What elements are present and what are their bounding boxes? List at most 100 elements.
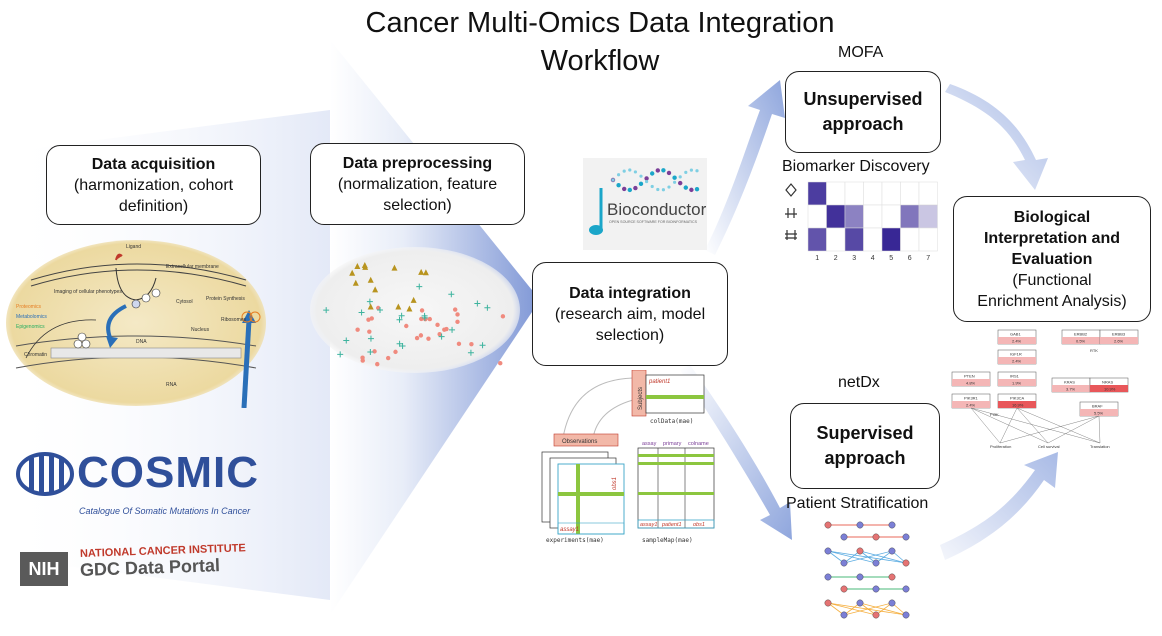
pathway-outcome: Translation xyxy=(1090,444,1110,449)
nucleus-text: Nucleus xyxy=(191,327,210,333)
bioconductor-wordmark: Bioconductor xyxy=(607,200,707,219)
scatter-point xyxy=(421,314,428,321)
observations-label: Observations xyxy=(562,439,597,445)
pathway-node-bar xyxy=(952,401,990,408)
box-heading: Biological xyxy=(1013,208,1091,226)
cosmic-symbol-icon xyxy=(16,452,74,496)
assay1-label: assay1 xyxy=(560,527,579,533)
helix-dot xyxy=(622,169,626,173)
pathway-node-bar xyxy=(1090,385,1128,392)
network-node xyxy=(840,611,848,619)
scatter-point xyxy=(406,305,413,312)
network-node xyxy=(902,585,910,593)
box-heading: Evaluation xyxy=(1011,250,1093,268)
pathway-diagram: GAB12.4%IGF1R2.4%PTEN4.8%IRS11.9%PIK3R12… xyxy=(951,329,1139,449)
scatter-point xyxy=(355,327,360,332)
pathway-node-value: 2.4% xyxy=(1012,339,1022,344)
scatter-point xyxy=(455,312,460,317)
helix-dot xyxy=(678,175,682,179)
heatmap-cell xyxy=(844,181,864,206)
heatmap-tick: 6 xyxy=(908,255,912,262)
scatter-point xyxy=(369,316,374,321)
pathway-node-value: 1.9% xyxy=(1012,381,1022,386)
pathway-node-bar xyxy=(998,379,1036,386)
pathway-node-value: 2.4% xyxy=(1012,359,1022,364)
pathway-node-name: IRS1 xyxy=(1010,374,1020,379)
scatter-point xyxy=(422,269,429,276)
helix-dot xyxy=(661,168,666,173)
row-glyph-icon xyxy=(785,230,797,240)
network-node xyxy=(824,599,832,607)
network-node xyxy=(888,573,896,581)
box-text: (harmonization, cohort xyxy=(73,176,234,194)
pathway-edge xyxy=(999,407,1018,444)
helix-dot xyxy=(645,179,649,184)
gdc-logo: NIH NATIONAL CANCER INSTITUTE GDC Data P… xyxy=(20,540,280,590)
pathway-node-name: BRAF xyxy=(1092,404,1103,409)
cytosol-text: Cytosol xyxy=(176,299,193,305)
imaging-text: Imaging of cellular phenotypes xyxy=(54,289,122,295)
helix-dot xyxy=(650,171,655,176)
network-node xyxy=(856,521,864,529)
box-heading: Data preprocessing xyxy=(342,154,493,172)
pathway-node-name: PTEN xyxy=(964,374,975,379)
scatter-point xyxy=(375,305,381,311)
scatter-point xyxy=(444,326,449,332)
heatmap-cell xyxy=(900,204,920,229)
helix-dot xyxy=(627,187,632,193)
subjects-label: Subjects xyxy=(638,387,644,410)
pathway-node-bar xyxy=(1052,385,1090,392)
heatmap-cell xyxy=(900,227,920,252)
helix-dot xyxy=(611,178,615,182)
bioconductor-tagline: OPEN SOURCE SOFTWARE FOR BIOINFORMATICS xyxy=(609,220,698,224)
scatter-point xyxy=(498,360,503,366)
box-text: selection) xyxy=(595,326,665,344)
scatter-point xyxy=(366,298,373,305)
pathway-node: ERBB3 2.6% xyxy=(1099,329,1139,345)
heatmap-cell xyxy=(863,181,883,206)
pathway-node-value: 2.4% xyxy=(966,403,976,408)
pathway-node-value: 2.6% xyxy=(1114,339,1124,344)
pathway-edge xyxy=(1016,407,1101,444)
scatter-point xyxy=(426,336,431,341)
pathway-node-bar xyxy=(1062,337,1100,344)
network-edge xyxy=(859,550,907,564)
scatter-point xyxy=(361,262,368,269)
pathway-node-name: KRAS xyxy=(1064,380,1075,385)
network-node xyxy=(888,521,896,529)
extracellular-text: Extracellular membrane xyxy=(166,264,219,270)
helix-dot xyxy=(673,180,677,184)
network-node xyxy=(888,599,896,607)
pathway-edge xyxy=(970,407,1001,444)
scatter-point xyxy=(352,279,359,286)
heatmap-tick: 4 xyxy=(871,255,875,262)
netdx-label: netDx xyxy=(838,374,880,391)
pathway-outcome: Proliferation xyxy=(990,444,1011,449)
helix-dot xyxy=(638,181,644,187)
scatter-point xyxy=(360,358,365,363)
scatter-point xyxy=(455,319,460,325)
network-node xyxy=(888,547,896,555)
network-node xyxy=(824,547,832,555)
pathway-node-value: 3.7% xyxy=(1066,387,1076,392)
primary-col-label: primary xyxy=(663,441,682,447)
helix-dot xyxy=(656,187,660,192)
pathway-edge xyxy=(970,407,1101,444)
pathway-label: RTK xyxy=(1090,348,1098,353)
obs1-label: obs1 xyxy=(612,477,618,490)
title-line-1: Cancer Multi-Omics Data Integration xyxy=(365,7,835,39)
helix-dot xyxy=(650,184,654,189)
scatter-point xyxy=(404,323,409,329)
scatter-points xyxy=(323,262,506,367)
helix-dot xyxy=(666,170,672,176)
scatter-point xyxy=(372,286,379,293)
pathway-edge xyxy=(970,407,1049,444)
scatter-point xyxy=(414,335,420,341)
scatter-point xyxy=(427,316,432,322)
helix-dot xyxy=(617,173,621,177)
helix-dot xyxy=(694,187,700,192)
network-edge xyxy=(859,602,907,616)
pathway-node-name: ERBB3 xyxy=(1112,332,1126,337)
